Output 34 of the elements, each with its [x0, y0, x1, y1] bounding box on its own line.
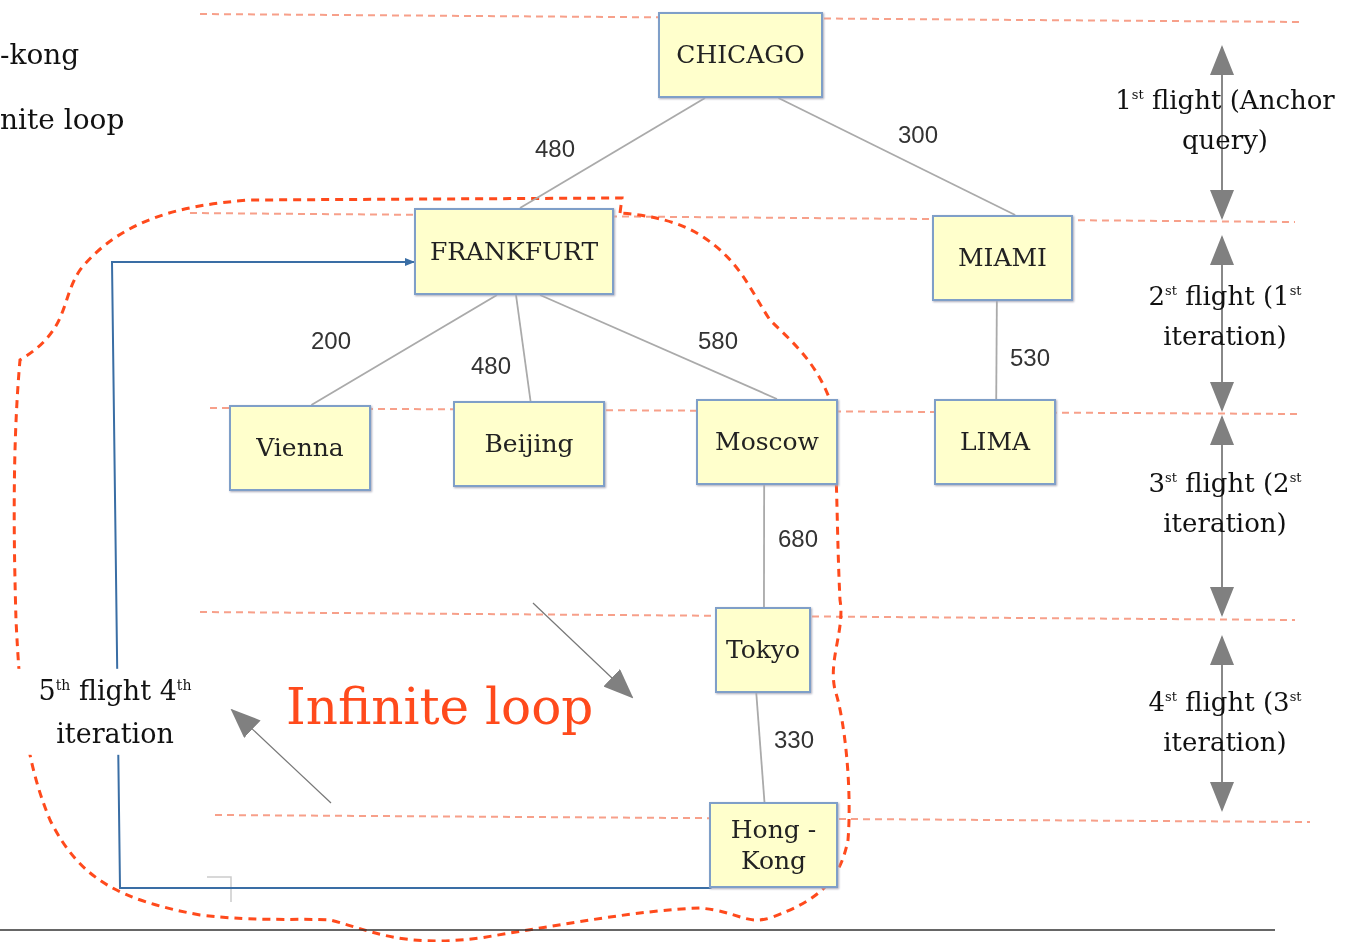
loop-title: Infinite loop [286, 680, 595, 735]
route-line [763, 484, 766, 608]
loop-arrow [111, 257, 713, 889]
city-box [696, 399, 838, 485]
route-line [515, 294, 532, 402]
route-line [310, 294, 498, 406]
city-name: FRANKFURT [429, 235, 599, 268]
city-name: Beijing [484, 428, 574, 460]
city-name: MIAMI [958, 242, 1047, 274]
city-box [715, 607, 811, 693]
city-box [229, 405, 371, 491]
route-line [539, 294, 778, 400]
route-line [995, 300, 998, 400]
city-box [414, 208, 614, 295]
flight-label: 3$^{st}$ flight (2$^{st}$ iteration) [1147, 467, 1303, 541]
city-name: CHICAGO [676, 39, 805, 71]
flight-label: 1$^{st}$ flight (Anchor query) [1114, 84, 1336, 158]
city-name: Vienna [256, 432, 344, 464]
route-line [777, 97, 1017, 216]
route-line [755, 692, 766, 803]
city-name: Hong - Kong [729, 813, 818, 877]
city-box [932, 215, 1073, 301]
city-box [934, 399, 1056, 485]
flight-label: 4$^{st}$ flight (3$^{st}$ iteration) [1147, 686, 1303, 760]
partial-text: -kong [0, 37, 81, 73]
city-box [709, 802, 838, 888]
city-name: Tokyo [725, 634, 801, 666]
city-name: Moscow [715, 426, 819, 458]
partial-text: nite loop [0, 102, 126, 138]
city-name: LIMA [959, 426, 1031, 458]
route-line [519, 97, 706, 209]
city-box [453, 401, 605, 487]
city-box [658, 12, 823, 98]
flight-label: 2$^{st}$ flight (1$^{st}$ iteration) [1147, 280, 1303, 354]
